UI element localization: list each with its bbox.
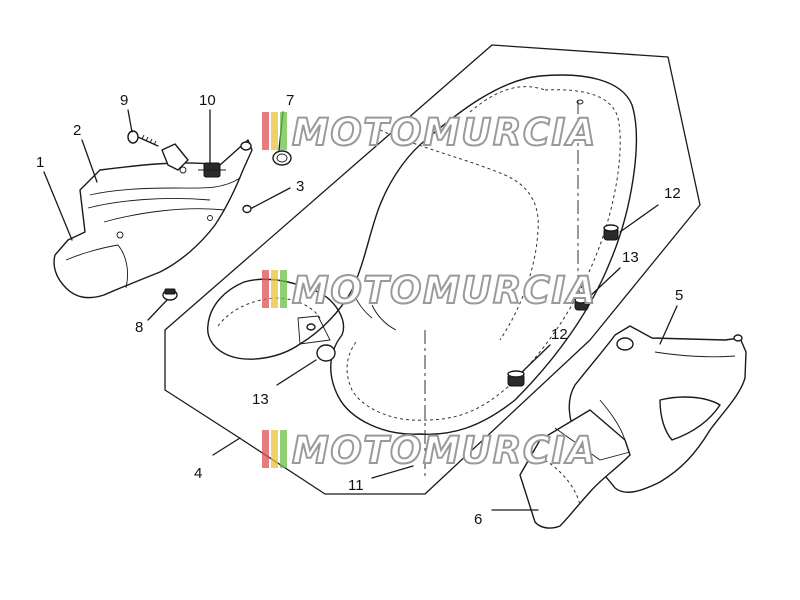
watermark-middle: MOTOMURCIA [262,268,597,313]
callout-11: 11 [348,477,364,494]
callout-3: 3 [296,178,304,195]
callout-6: 6 [474,511,482,528]
clip-nut-part [198,162,226,178]
washer-part [242,204,252,214]
callout-labels: 1 2 3 4 5 6 7 8 9 10 11 12 12 13 13 [36,92,683,528]
rubber-bumper-left [316,344,336,362]
callout-12-lower: 12 [551,326,568,343]
leader-lines [43,109,678,511]
bolt-part [127,130,159,147]
callout-1: 1 [36,154,44,171]
callout-7: 7 [286,92,294,109]
callout-9: 9 [120,92,128,109]
rubber-bumper-right [574,296,589,311]
left-tail-cover [53,139,253,299]
seat-assembly-boundary [164,44,701,495]
seat-part [207,74,637,480]
watermark-text-top: MOTOMURCIA [292,111,597,154]
callout-5: 5 [675,287,683,304]
rubber-pad-lower [507,370,525,387]
callout-10: 10 [199,92,216,109]
callout-2: 2 [73,122,81,139]
grommet-part [272,150,292,166]
rubber-pad-upper [603,224,619,241]
watermark-text-bottom: MOTOMURCIA [292,429,597,472]
callout-13-right: 13 [622,249,639,266]
watermark-text-middle: MOTOMURCIA [292,269,597,312]
callout-8: 8 [135,319,143,336]
pad-part [162,288,178,301]
callout-13-left: 13 [252,391,269,408]
callout-12-upper: 12 [664,185,681,202]
watermark-top: MOTOMURCIA [262,110,597,155]
lower-cover [519,409,631,529]
callout-4: 4 [194,465,202,482]
watermark-bottom: MOTOMURCIA [262,428,597,473]
